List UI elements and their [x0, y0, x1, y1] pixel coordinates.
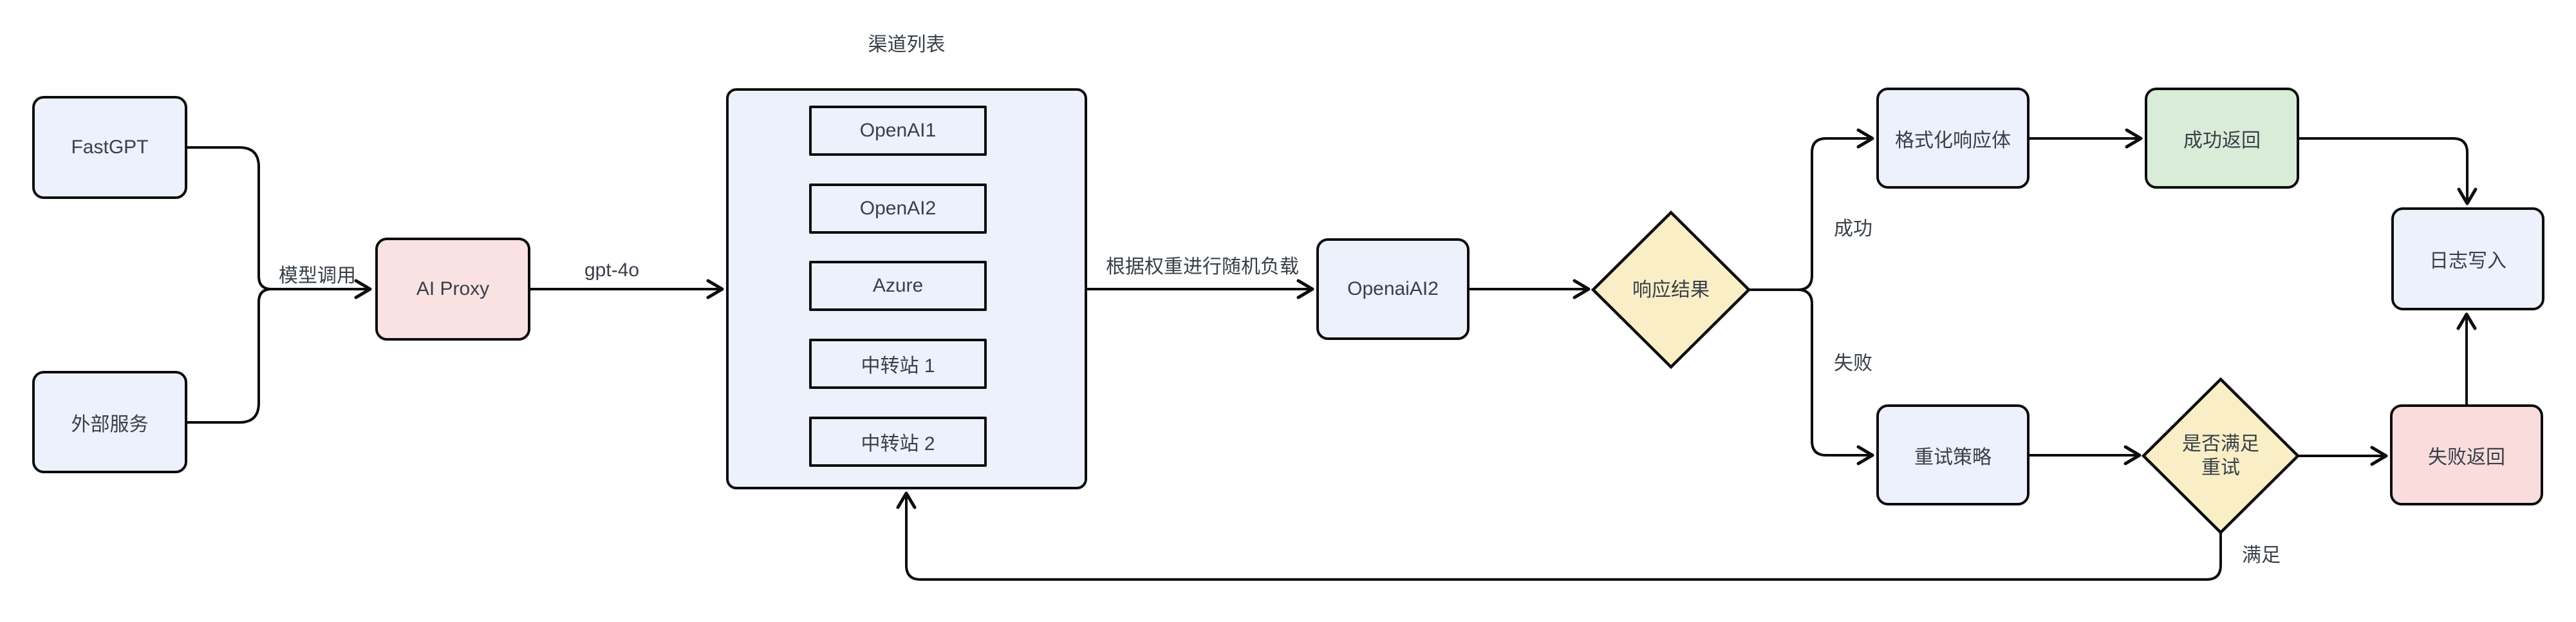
edge-label-load-balance: 根据权重进行随机负载 [1106, 256, 1299, 278]
response-result-diamond [1591, 210, 1751, 370]
node-external-service: 外部服务 [32, 371, 187, 473]
node-fastgpt: FastGPT [32, 96, 187, 199]
response-result-label: 响应结果 [1632, 279, 1710, 301]
edge-response-success-branch [1748, 128, 1874, 291]
channel-group-title: 渠道列表 [868, 34, 946, 55]
node-log-write: 日志写入 [2391, 207, 2544, 310]
edge-response-fail-branch [1748, 288, 1874, 466]
edge-external-to-proxy [186, 288, 273, 424]
channel-item: 中转站 2 [809, 417, 987, 467]
edge-fastgpt-to-proxy [186, 146, 372, 299]
node-ai-proxy: AI Proxy [375, 238, 530, 341]
retry-check-label-line2: 重试 [2201, 457, 2240, 478]
node-success-return: 成功返回 [2145, 88, 2299, 189]
channel-item: OpenAI1 [809, 106, 987, 156]
retry-check-label: 是否满足 重试 [2143, 432, 2298, 480]
edge-retry-loop-to-channels [896, 491, 2222, 581]
channel-item: 中转站 1 [809, 339, 987, 389]
retry-check-diamond [2141, 377, 2301, 535]
edge-label-fail: 失败 [1834, 353, 1872, 374]
retry-check-label-line1: 是否满足 [2182, 433, 2259, 455]
edge-label-success: 成功 [1834, 218, 1872, 240]
edge-label-model-name: gpt-4o [584, 259, 640, 281]
node-format-body: 格式化响应体 [1876, 88, 2030, 189]
node-fail-return: 失败返回 [2390, 404, 2543, 505]
edge-label-model-call: 模型调用 [279, 265, 356, 287]
edge-success-return-to-log [2298, 137, 2478, 205]
edge-label-satisfied: 满足 [2242, 545, 2281, 566]
node-selected-channel: OpenaiAI2 [1316, 238, 1470, 340]
channel-item: Azure [809, 261, 987, 311]
node-retry-strategy: 重试策略 [1876, 404, 2030, 505]
channel-item: OpenAI2 [809, 184, 987, 234]
